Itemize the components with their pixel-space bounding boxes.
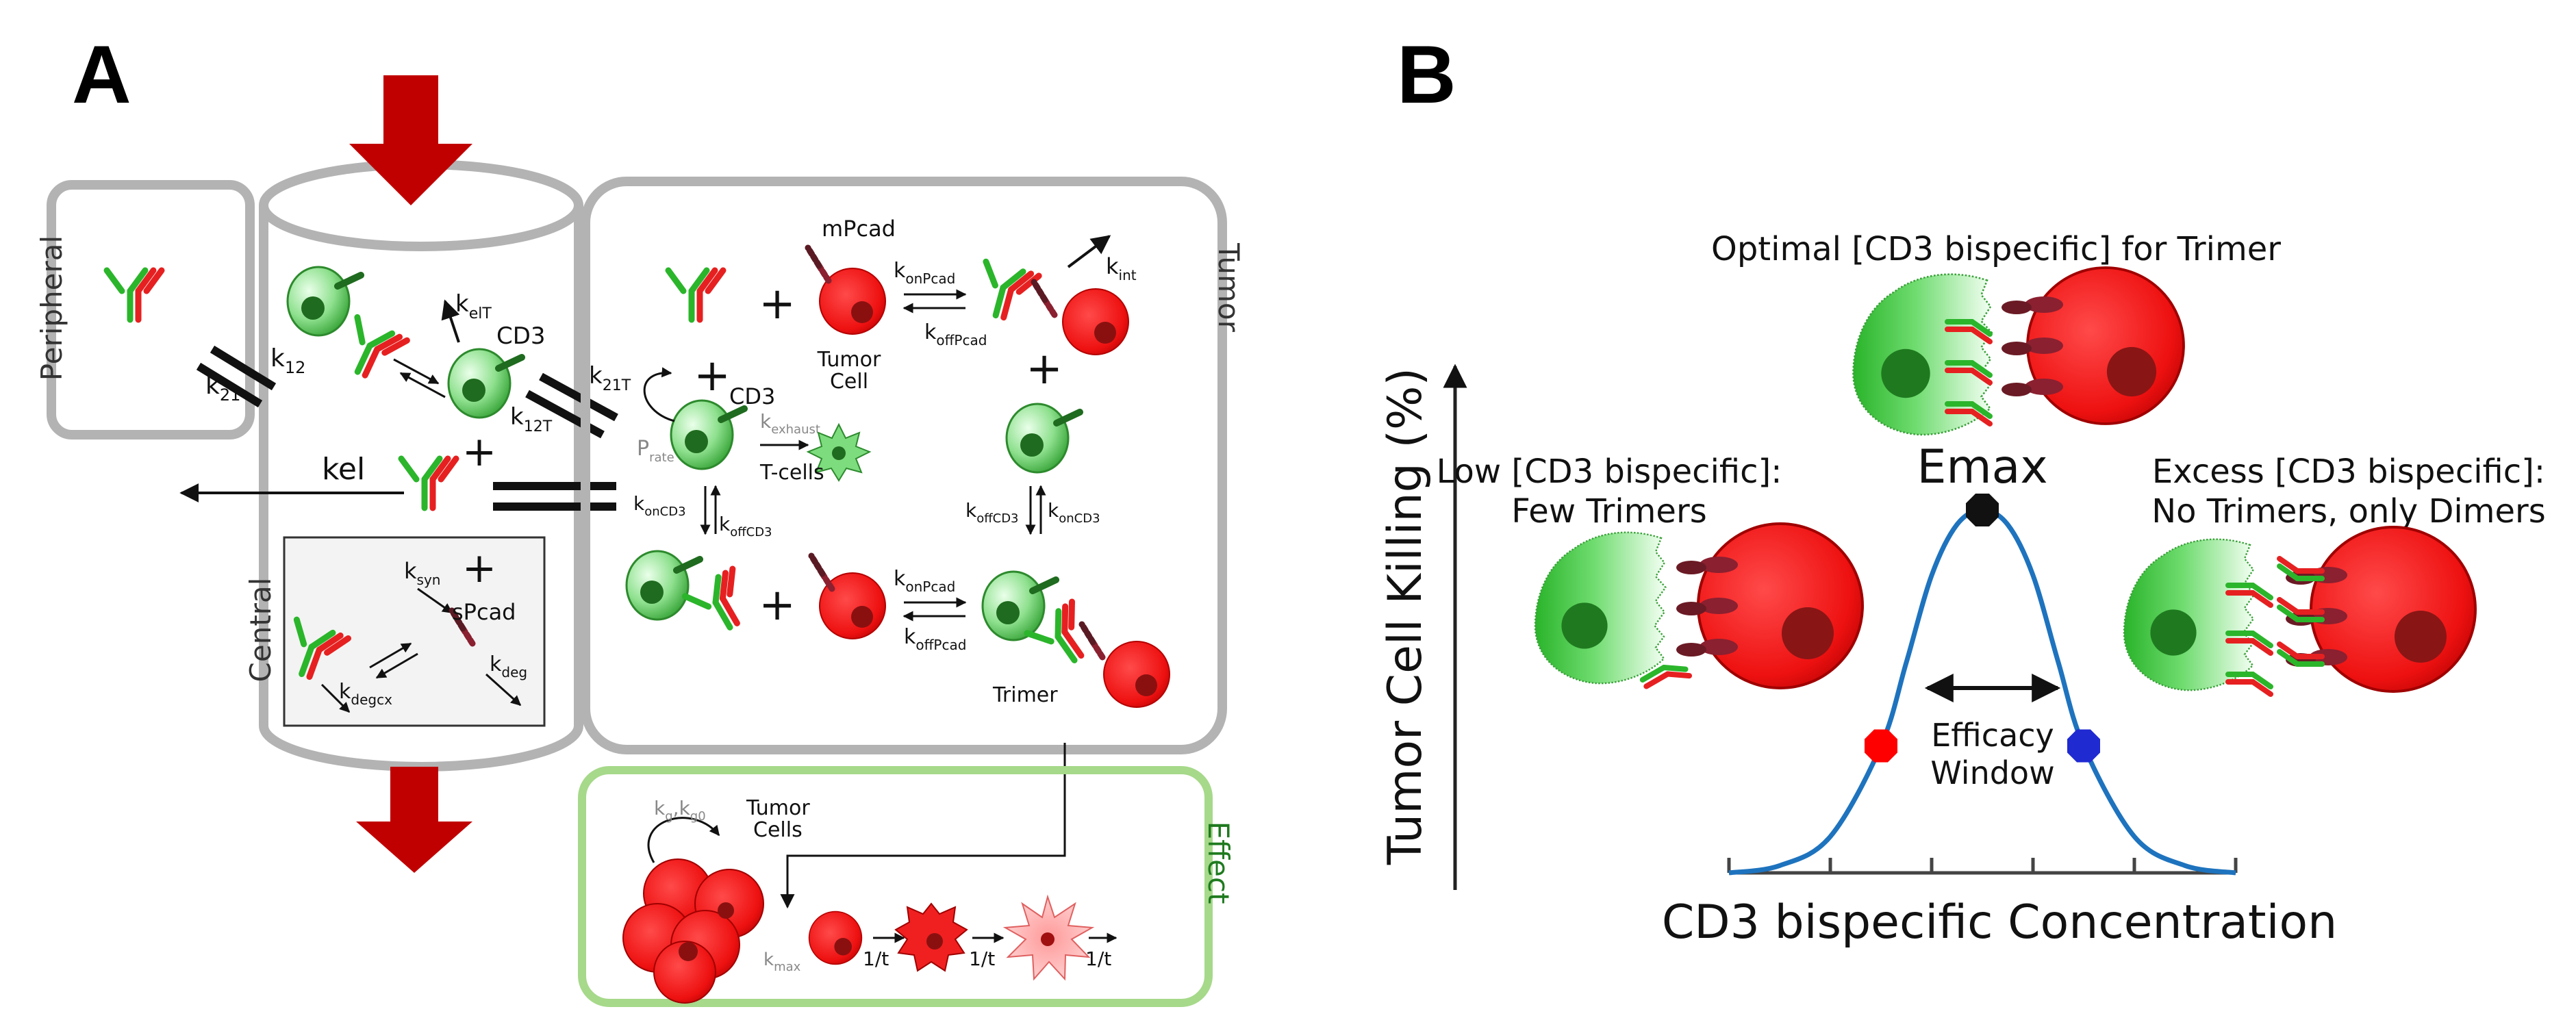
peripheral-label: Peripheral xyxy=(35,236,68,381)
koffCD3-label-right: koffCD3 xyxy=(965,499,1019,526)
peripheral-antibody-icon xyxy=(107,270,162,320)
spcad-label: sPcad xyxy=(452,599,516,625)
svg-text:+: + xyxy=(462,544,496,592)
low-concentration-illustration xyxy=(1534,522,1864,697)
svg-text:+: + xyxy=(759,580,796,631)
svg-text:koffPcad: koffPcad xyxy=(904,625,966,653)
k21-label: k21 xyxy=(205,372,240,405)
t-cell-icon xyxy=(983,572,1056,640)
panel-b-letter: B xyxy=(1397,29,1456,120)
trimer-to-effect-arrow xyxy=(780,743,1066,909)
koffPcad-label: koffPcad xyxy=(924,320,987,348)
low-concentration-label: Low [CD3 bispecific]:Few Trimers xyxy=(1437,453,1782,531)
kdegcx-label: kdegcx xyxy=(339,680,392,708)
central-label: Central xyxy=(244,578,277,683)
tumor-compartment xyxy=(581,177,1227,754)
konCD3-label: konCD3 xyxy=(633,492,686,519)
kint-arrow xyxy=(1067,235,1111,268)
damaged-tumor-cell-icon xyxy=(894,902,968,972)
optimal-title: Optimal [CD3 bispecific] for Trimer xyxy=(1711,230,2281,268)
k12-label: k12 xyxy=(270,344,305,377)
infusion-arrow-icon xyxy=(349,75,472,205)
plus-sign: + xyxy=(462,428,496,476)
k12-k21-arrows xyxy=(196,345,277,408)
panel-a-letter: A xyxy=(72,29,131,120)
cd3-label: CD3 xyxy=(496,322,546,350)
antibody-icon xyxy=(685,569,757,639)
antibody-icon xyxy=(668,270,723,320)
svg-text:1/t: 1/t xyxy=(1085,947,1111,970)
effect-compartment xyxy=(578,766,1213,1007)
ksyn-label: ksyn xyxy=(404,558,440,588)
svg-text:+: + xyxy=(759,279,796,329)
konPcad-label: konPcad xyxy=(894,259,955,287)
kint-label: kint xyxy=(1106,253,1137,283)
dying-tumor-cell-icon xyxy=(1002,894,1095,981)
svg-text:+: + xyxy=(694,351,731,401)
prate-label: Prate xyxy=(637,437,674,465)
exhausted-t-cell-icon xyxy=(806,422,872,482)
high-efficacy-marker xyxy=(2067,729,2100,763)
koffCD3-label: koffCD3 xyxy=(719,513,772,539)
one-over-t-label: 1/t xyxy=(863,947,889,970)
low-efficacy-marker xyxy=(1865,729,1897,763)
t-cell-icon xyxy=(627,551,700,620)
x-axis xyxy=(1727,858,2238,875)
mpcad-label: mPcad xyxy=(822,216,896,242)
peripheral-compartment xyxy=(47,180,255,440)
optimal-trimer-illustration xyxy=(1852,266,2185,436)
elimination-arrow-icon xyxy=(356,767,472,873)
central-tumor-exchange-arrows xyxy=(493,482,616,511)
emax-label: Emax xyxy=(1917,440,2047,494)
cd3-label: CD3 xyxy=(729,383,775,409)
tumor-cluster-icon xyxy=(622,858,764,1004)
konCD3-label-right: konCD3 xyxy=(1048,499,1100,526)
trimer-label: Trimer xyxy=(992,683,1058,707)
effect-label: Effect xyxy=(1202,822,1235,904)
antibody-icon xyxy=(336,317,407,385)
t-cell-icon xyxy=(671,400,744,469)
k12T-label: k12T xyxy=(510,403,553,435)
y-axis-label: Tumor Cell Killing (%) xyxy=(1378,368,1432,865)
excess-concentration-label: Excess [CD3 bispecific]:No Trimers, only… xyxy=(2151,453,2546,531)
tumor-cell-icon xyxy=(1103,641,1170,708)
antibody-icon xyxy=(401,459,456,508)
kg-label: kg,kg0 xyxy=(654,797,706,824)
killing-curve-layer: Emax xyxy=(1728,440,2236,876)
spcad-box xyxy=(283,536,546,727)
svg-text:1/t: 1/t xyxy=(969,947,995,970)
x-axis-label: CD3 bispecific Concentration xyxy=(1662,895,2337,950)
tumor-cell-icon xyxy=(808,911,863,965)
antibody-icon xyxy=(973,262,1039,323)
kelT-arrow xyxy=(441,299,460,343)
svg-text:+: + xyxy=(1026,344,1063,394)
t-cells-label: T-cells xyxy=(759,461,824,485)
kexhaust-label: kexhaust xyxy=(760,410,820,437)
tumor-label: Tumor xyxy=(1212,242,1246,333)
kelT-label: kelT xyxy=(455,290,492,322)
kel-label: kel xyxy=(322,452,365,487)
kmax-label: kmax xyxy=(763,950,801,974)
kdeg-label: kdeg xyxy=(490,652,527,680)
svg-text:konPcad: konPcad xyxy=(894,567,955,595)
t-cell-icon xyxy=(1007,404,1080,472)
excess-concentration-illustration xyxy=(2123,526,2477,694)
t-cell-icon xyxy=(288,267,361,335)
tumor-cell-icon xyxy=(1062,288,1129,355)
emax-marker xyxy=(1966,494,1999,526)
k21T-label: k21T xyxy=(589,362,631,394)
